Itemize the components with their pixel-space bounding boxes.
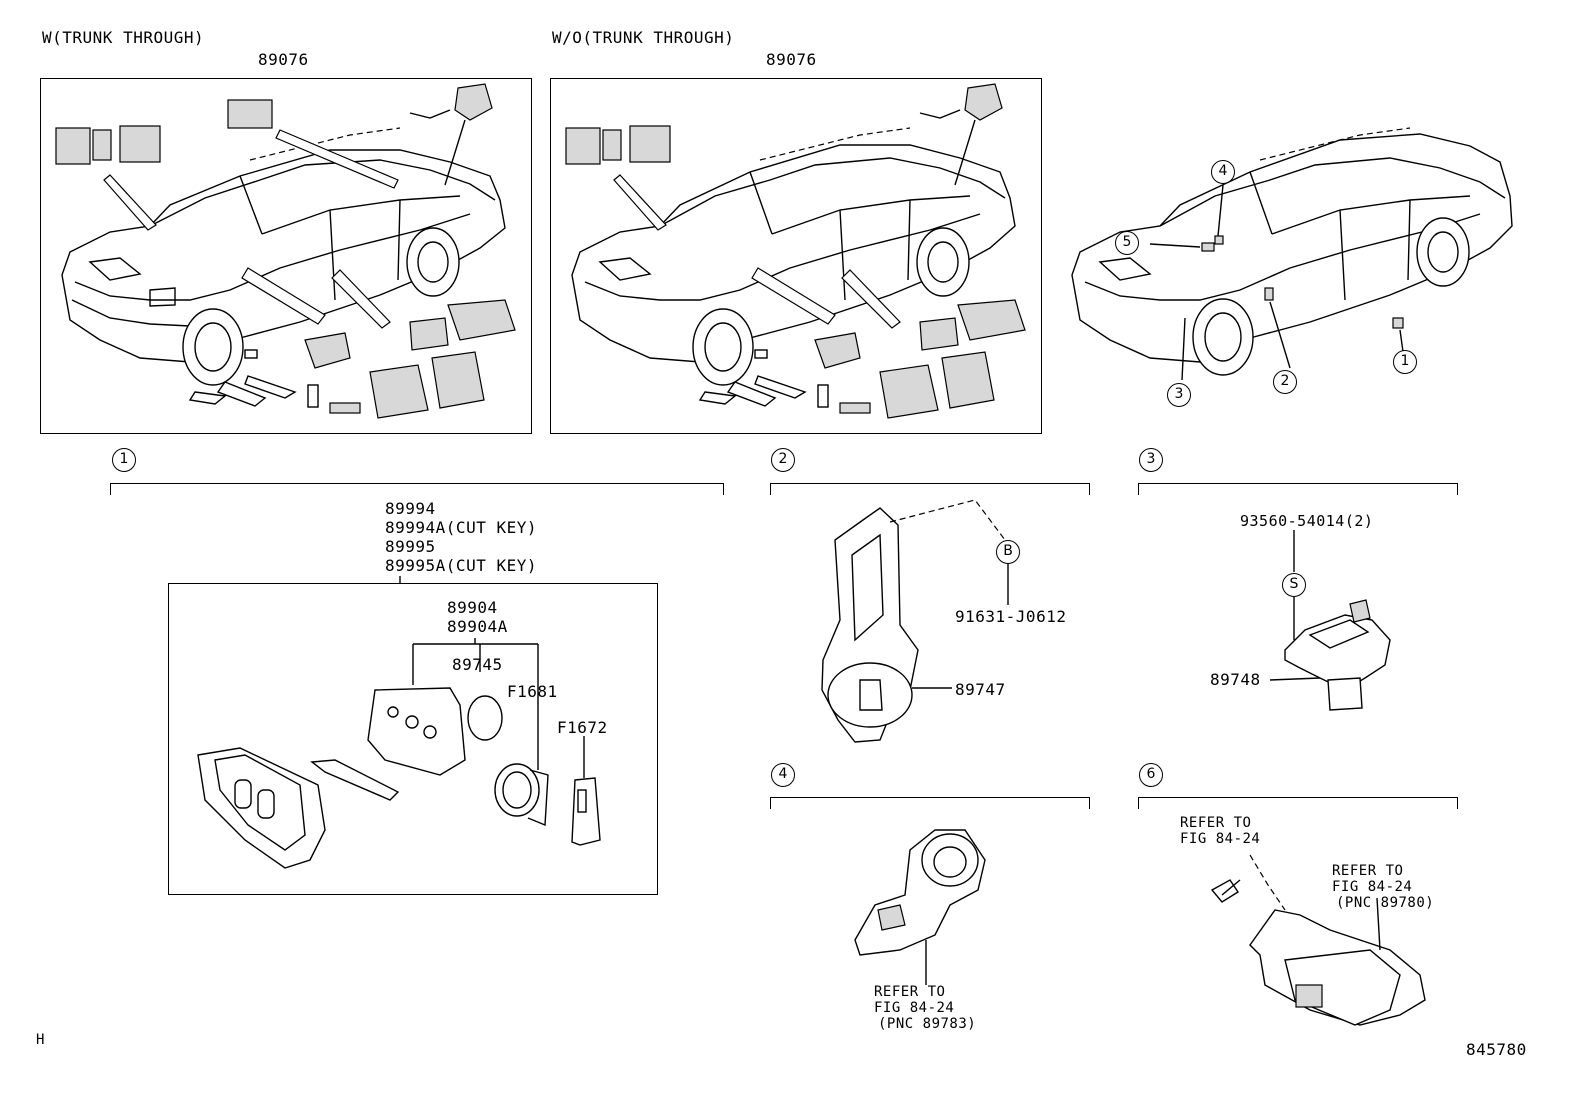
inner-part-number-2: 89904A bbox=[447, 617, 508, 636]
battery-part-number: 89745 bbox=[452, 655, 503, 674]
variant-heading-middle: W/O(TRUNK THROUGH) bbox=[552, 28, 735, 47]
location-callout-4: 4 bbox=[1211, 160, 1235, 184]
footer-left-label: H bbox=[36, 1032, 45, 1048]
section-3-bracket bbox=[1138, 483, 1458, 495]
section-6-bracket bbox=[1138, 797, 1458, 809]
refer-text-6b-line3: (PNC 89780) bbox=[1336, 895, 1435, 911]
variant-panel-middle bbox=[550, 78, 1042, 434]
section-number-2: 2 bbox=[771, 448, 795, 472]
section-number-1: 1 bbox=[112, 448, 136, 472]
section-number-4: 4 bbox=[771, 763, 795, 787]
key-part-number-2: 89994A(CUT KEY) bbox=[385, 518, 537, 537]
location-callout-1: 1 bbox=[1393, 350, 1417, 374]
section-number-6: 6 bbox=[1139, 763, 1163, 787]
refer-text-6b-line1: REFER TO bbox=[1332, 863, 1404, 879]
refer-text-4-line3: (PNC 89783) bbox=[878, 1016, 977, 1032]
key-part-number-3: 89995 bbox=[385, 537, 436, 556]
inner-part-number-1: 89904 bbox=[447, 598, 498, 617]
location-callout-2: 2 bbox=[1273, 370, 1297, 394]
refer-text-6b-line2: FIG 84-24 bbox=[1332, 879, 1413, 895]
screw-reference-letter: S bbox=[1282, 573, 1306, 597]
car-illustration-left bbox=[61, 127, 506, 386]
smart-key-detail-box bbox=[168, 583, 658, 895]
car-illustration-right bbox=[1071, 127, 1513, 381]
location-callout-5: 5 bbox=[1115, 231, 1139, 255]
reference-letter-b: B bbox=[996, 540, 1020, 564]
receiver-module-parts bbox=[1210, 854, 1426, 1026]
module-part-number: 89748 bbox=[1210, 670, 1261, 689]
sensor-module-parts bbox=[1269, 530, 1391, 711]
section-2-bracket bbox=[770, 483, 1090, 495]
car-illustration-middle bbox=[571, 127, 1016, 386]
variant-panel-left bbox=[40, 78, 532, 434]
gasket-part-number: F1681 bbox=[507, 682, 558, 701]
variant-heading-left: W(TRUNK THROUGH) bbox=[42, 28, 205, 47]
refer-text-6a-line1: REFER TO bbox=[1180, 815, 1252, 831]
key-part-number-4: 89995A(CUT KEY) bbox=[385, 556, 537, 575]
sensor-part-number: 89747 bbox=[955, 680, 1006, 699]
screw-part-number: 93560-54014(2) bbox=[1240, 512, 1374, 530]
section-4-bracket bbox=[770, 797, 1090, 809]
bolt-part-number: 91631-J0612 bbox=[955, 607, 1067, 626]
refer-text-4-line1: REFER TO bbox=[874, 984, 946, 1000]
key-part-number-1: 89994 bbox=[385, 499, 436, 518]
emergency-key-part-number: F1672 bbox=[557, 718, 608, 737]
diagram-id: 845780 bbox=[1466, 1040, 1527, 1059]
variant-part-middle: 89076 bbox=[766, 50, 817, 69]
smart-key-parts bbox=[197, 576, 601, 869]
location-callout-3: 3 bbox=[1167, 383, 1191, 407]
section-number-3: 3 bbox=[1139, 448, 1163, 472]
refer-text-4-line2: FIG 84-24 bbox=[874, 1000, 955, 1016]
door-unlock-sensor-parts bbox=[821, 499, 1009, 743]
sensor-bracket-parts bbox=[854, 829, 986, 985]
variant-part-left: 89076 bbox=[258, 50, 309, 69]
section-1-bracket bbox=[110, 483, 724, 495]
refer-text-6a-line2: FIG 84-24 bbox=[1180, 831, 1261, 847]
